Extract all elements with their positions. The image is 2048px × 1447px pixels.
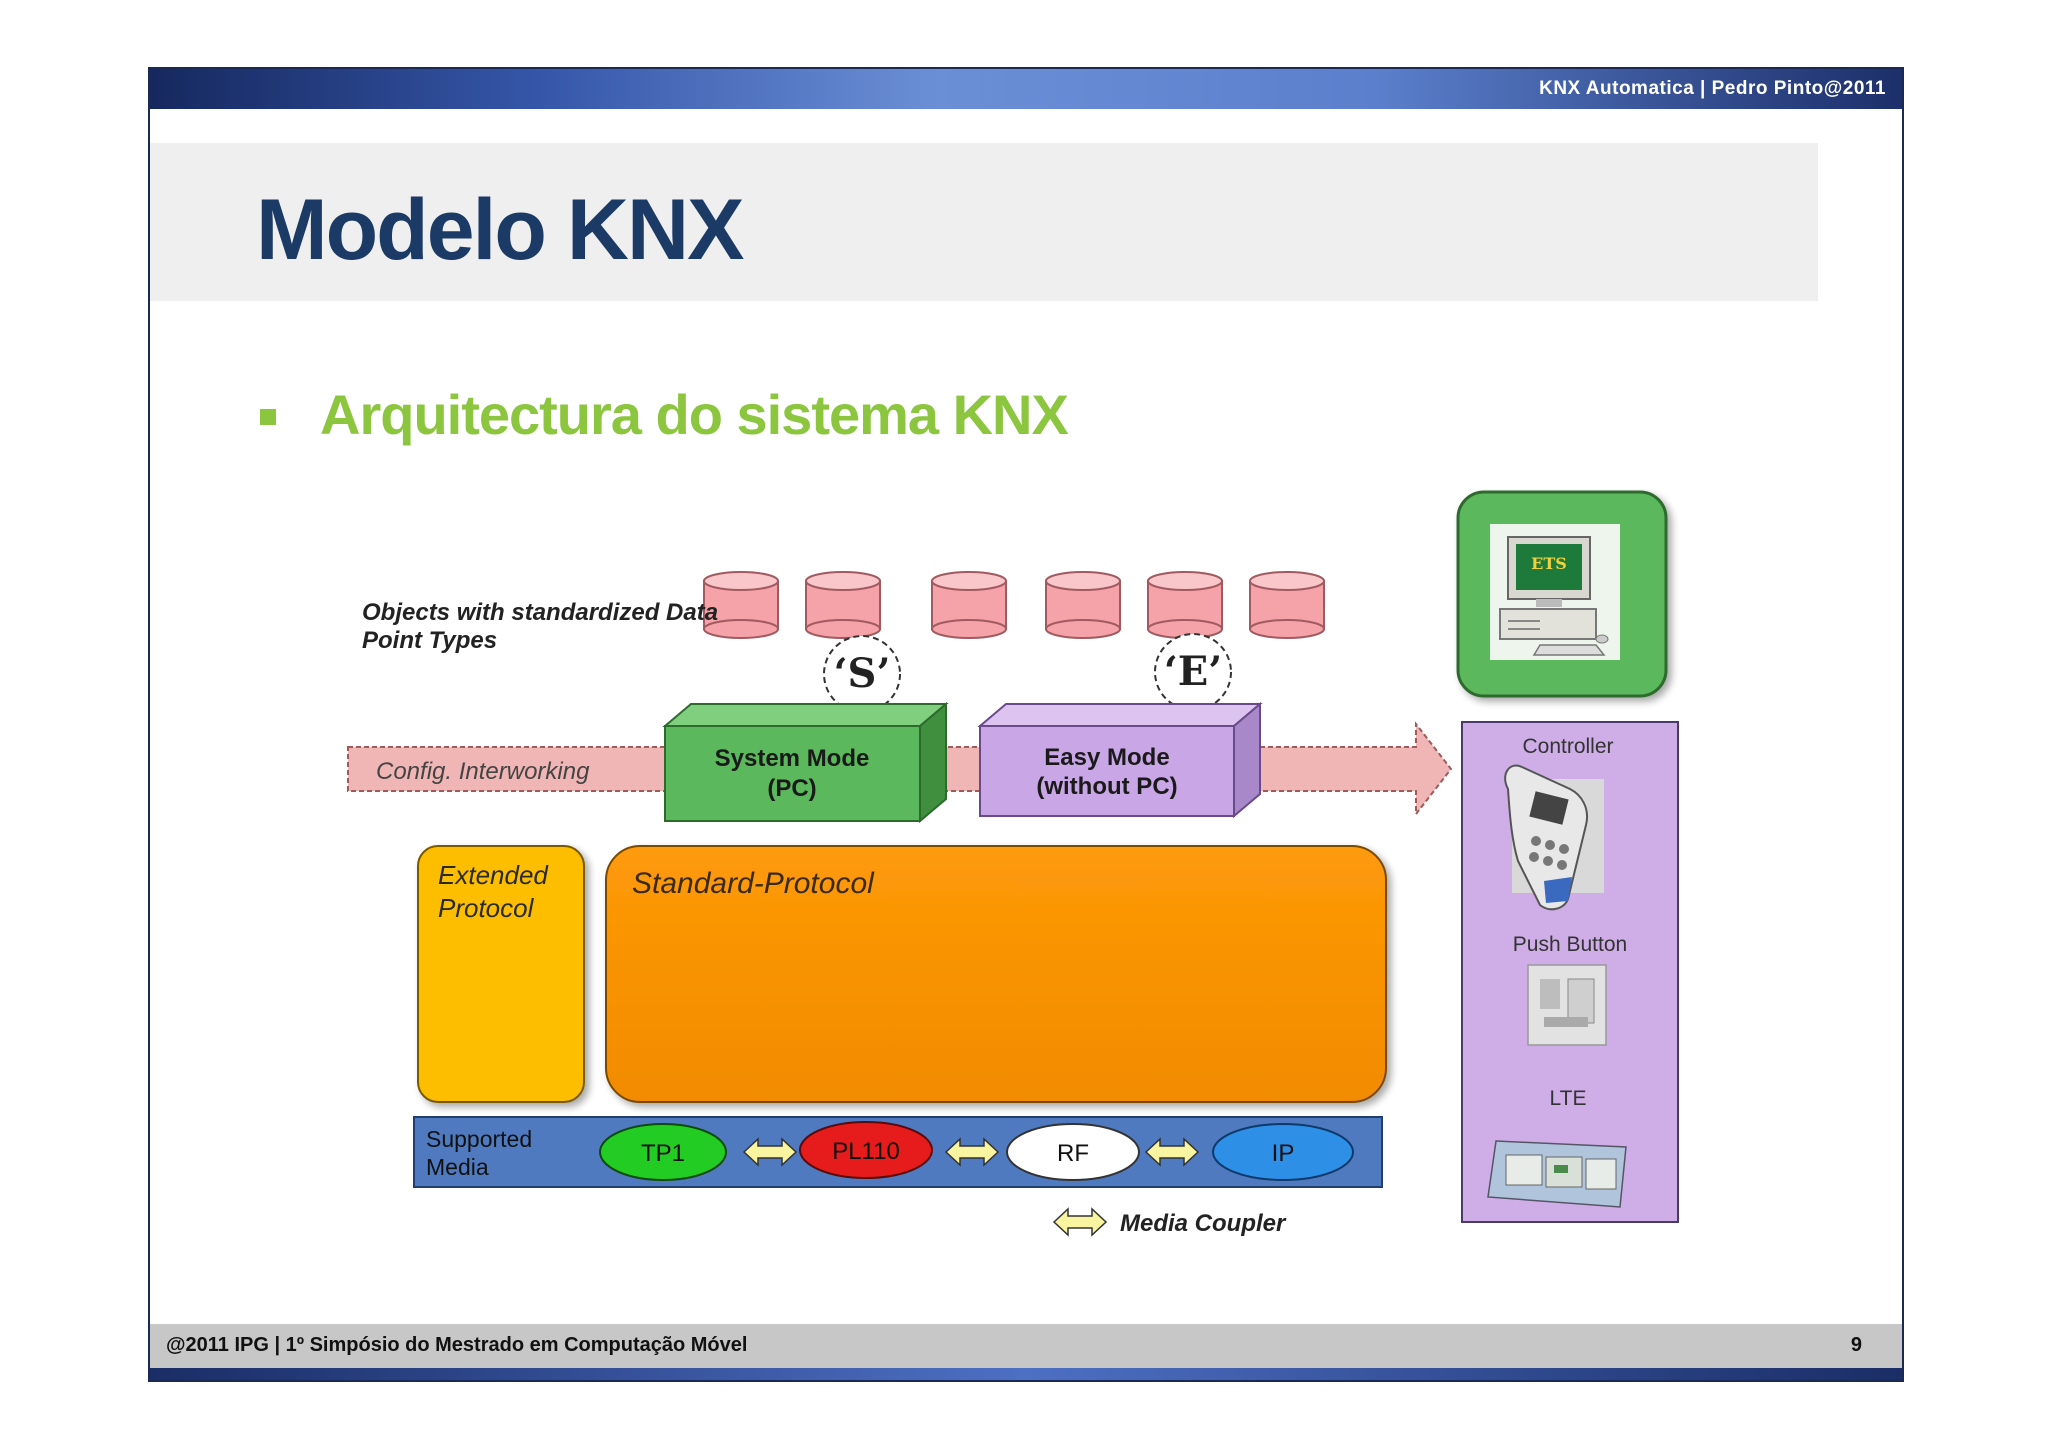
media-tp1-label: TP1 (641, 1140, 685, 1167)
datapoint-6 (1249, 571, 1325, 639)
coupler-icon (944, 1137, 1000, 1167)
media-rf (1006, 1123, 1140, 1181)
footer (150, 1324, 1902, 1368)
header-source: KNX Automatica | Pedro Pinto@2011 (1539, 78, 1886, 99)
media-pl110-label: PL110 (832, 1138, 900, 1165)
easy-mode-box: Easy Mode (without PC) (977, 701, 1263, 819)
title-band (150, 143, 1818, 301)
system-mode-line1: System Mode (715, 745, 870, 772)
bullet-text: Arquitectura do sistema KNX (320, 383, 1069, 446)
coupler-icon (1052, 1207, 1108, 1237)
ets-label: ETS (1531, 554, 1567, 573)
media-coupler-label: Media Coupler (1120, 1210, 1287, 1237)
slide: KNX Automatica | Pedro Pinto@2011 Modelo… (148, 67, 1904, 1382)
system-mode-marker: ‘S’ (823, 635, 901, 713)
extended-line2: Protocol (438, 893, 535, 923)
extended-line1: Extended (438, 860, 549, 890)
objects-label-line1: Objects with standardized Data (362, 599, 718, 626)
media-coupler-legend: Media Coupler (1052, 1207, 1287, 1237)
easy-mode-line1: Easy Mode (1044, 744, 1169, 771)
e-label: ‘E’ (1164, 648, 1222, 695)
media-tp1 (599, 1123, 727, 1181)
controller-device-icon (1504, 764, 1604, 911)
computer-icon: ETS (1499, 536, 1609, 656)
easy-mode-marker: ‘E’ (1154, 633, 1232, 711)
slide-title: Modelo KNX (256, 182, 744, 278)
datapoint-3 (931, 571, 1007, 639)
push-button-device-icon (1527, 964, 1607, 1046)
devices-panel: Controller Push Button LTE (1461, 721, 1679, 1223)
coupler-icon (742, 1137, 798, 1167)
media-pl110 (799, 1121, 933, 1179)
objects-label-line2: Point Types (362, 627, 497, 654)
lte-device-icon (1487, 1140, 1627, 1208)
controller-label: Controller (1522, 735, 1613, 758)
standard-protocol-block: Standard-Protocol (605, 845, 1387, 1103)
page-number: 9 (1850, 1334, 1862, 1356)
push-button-label: Push Button (1513, 933, 1627, 956)
system-mode-box: System Mode (PC) (662, 701, 949, 824)
datapoint-1 (703, 571, 779, 639)
media-rf-label: RF (1057, 1140, 1089, 1167)
knx-architecture-diagram: Objects with standardized Data Point Typ… (347, 490, 1679, 1237)
lte-label: LTE (1550, 1087, 1587, 1110)
datapoint-5 (1147, 571, 1223, 639)
ets-tool-box: ETS (1456, 490, 1668, 698)
system-mode-line2: (PC) (767, 775, 816, 802)
footer-text: @2011 IPG | 1º Simpósio do Mestrado em C… (166, 1334, 748, 1356)
config-label: Config. Interworking (376, 758, 590, 785)
supported-media-bar: Supported Media TP1 PL110 RF IP (413, 1116, 1383, 1188)
datapoint-4 (1045, 571, 1121, 639)
datapoint-cylinders (703, 571, 1325, 639)
s-label: ‘S’ (834, 650, 891, 697)
header-bar: KNX Automatica | Pedro Pinto@2011 (150, 69, 1902, 109)
coupler-icon (1144, 1137, 1200, 1167)
bullet-marker (260, 409, 276, 425)
media-ip-label: IP (1272, 1140, 1295, 1167)
easy-mode-line2: (without PC) (1036, 773, 1177, 800)
supported-line1: Supported (426, 1126, 532, 1152)
media-ip (1212, 1123, 1354, 1181)
supported-line2: Media (426, 1154, 489, 1180)
extended-protocol-block: Extended Protocol (417, 845, 585, 1103)
footer-bar (150, 1368, 1902, 1380)
datapoint-2 (805, 571, 881, 639)
standard-protocol-label: Standard-Protocol (632, 867, 875, 900)
